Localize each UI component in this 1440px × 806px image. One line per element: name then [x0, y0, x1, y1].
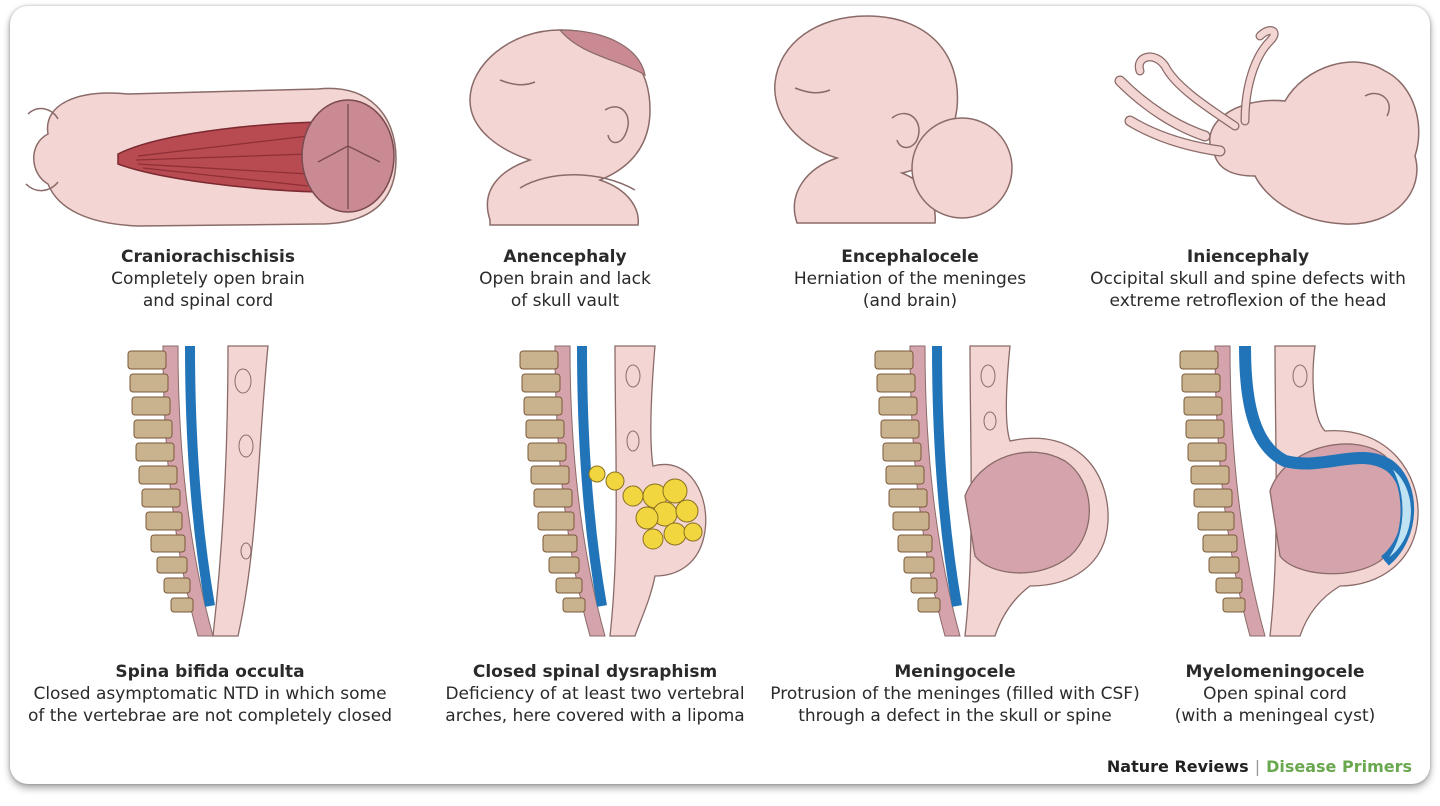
iniencephaly-caption: Iniencephaly Occipital skull and spine d…	[1078, 246, 1418, 312]
vertebra-stack	[127, 350, 194, 613]
panel-description: Herniation of the meninges (and brain)	[793, 269, 1027, 311]
iniencephaly-illustration	[1114, 26, 1420, 225]
spina-bifida-occulta-illustration	[127, 345, 269, 637]
panel-title: Meningocele	[894, 662, 1016, 682]
panel-description: Closed asymptomatic NTD in which some of…	[27, 684, 393, 726]
craniorachischisis-illustration	[25, 87, 397, 227]
series-name: Disease Primers	[1266, 757, 1412, 776]
lipoma	[588, 465, 703, 550]
meningocele-illustration	[874, 345, 1109, 637]
vertebra-stack	[1179, 350, 1246, 613]
panel-title: Anencephaly	[503, 247, 627, 267]
panel-description: Protrusion of the meninges (filled with …	[770, 684, 1140, 726]
meningocele-caption: Meningocele Protrusion of the meninges (…	[755, 661, 1155, 727]
panel-title: Closed spinal dysraphism	[472, 662, 718, 682]
panel-description: Open brain and lack of skull vault	[479, 269, 651, 311]
myelomeningocele-caption: Myelomeningocele Open spinal cord (with …	[1140, 661, 1410, 727]
closed-spinal-dysraphism-illustration	[519, 345, 707, 637]
panel-title: Iniencephaly	[1186, 247, 1310, 267]
craniorachischisis-caption: Craniorachischisis Completely open brain…	[58, 246, 358, 312]
figure-frame: Craniorachischisis Completely open brain…	[10, 6, 1430, 784]
panel-description: Completely open brain and spinal cord	[111, 269, 305, 311]
encephalocele-illustration	[774, 15, 1013, 224]
panel-title: Encephalocele	[841, 247, 979, 267]
vertebra-stack	[874, 350, 941, 613]
panel-description: Deficiency of at least two vertebral arc…	[445, 684, 745, 726]
closed-spinal-dysraphism-caption: Closed spinal dysraphism Deficiency of a…	[410, 661, 780, 727]
panel-description: Open spinal cord (with a meningeal cyst)	[1174, 684, 1376, 726]
panel-title: Myelomeningocele	[1185, 662, 1365, 682]
credit-separator: |	[1254, 757, 1261, 776]
journal-name: Nature Reviews	[1106, 757, 1249, 776]
anencephaly-illustration	[469, 29, 651, 226]
spina-bifida-occulta-caption: Spina bifida occulta Closed asymptomatic…	[10, 661, 410, 727]
panel-title: Spina bifida occulta	[115, 662, 305, 682]
anencephaly-caption: Anencephaly Open brain and lack of skull…	[415, 246, 715, 312]
encephalocele-caption: Encephalocele Herniation of the meninges…	[750, 246, 1070, 312]
myelomeningocele-illustration	[1179, 345, 1419, 637]
vertebra-stack	[519, 350, 586, 613]
journal-credit: Nature Reviews | Disease Primers	[1107, 757, 1412, 776]
panel-description: Occipital skull and spine defects with e…	[1090, 269, 1406, 311]
panel-title: Craniorachischisis	[121, 247, 295, 267]
